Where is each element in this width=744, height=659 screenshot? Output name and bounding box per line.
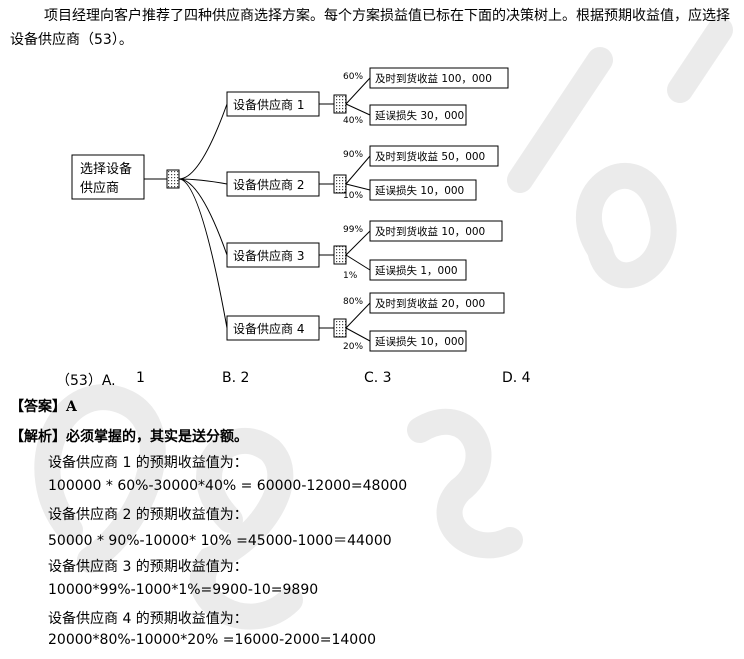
chance-node-3 (333, 245, 347, 265)
outcome-delay-box-1 (369, 104, 467, 126)
outcome-line-up-2 (345, 155, 371, 185)
root-chance-node (166, 169, 180, 189)
option-d: D. 4 (502, 370, 531, 386)
calc-line-7: 设备供应商 4 的预期收益值为： (48, 611, 248, 627)
outcome-delay-3: 延误损失 1，000 (375, 264, 458, 277)
outcome-success-box-1 (369, 67, 509, 89)
outcome-delay-2: 延误损失 10，000 (375, 184, 464, 197)
chance-node-4 (333, 318, 347, 338)
root-node-box (71, 154, 145, 200)
decision-tree: 选择设备供应商 设备供应商 1 60% 40% 及时到货收益 100，000 延误损失 3… (71, 67, 509, 352)
supplier-box-3 (226, 242, 320, 268)
root-label-line-2: 供应商 (80, 180, 119, 196)
outcome-success-4: 及时到货收益 20，000 (375, 297, 485, 310)
prob-success-3: 99% (343, 225, 363, 235)
outcome-line-up-4 (345, 302, 371, 329)
calc-line-4: 50000 * 90%-10000* 10% =45000-1000＝44000 (48, 533, 392, 549)
outcome-success-2: 及时到货收益 50，000 (375, 150, 485, 163)
calc-line-6: 10000*99%-1000*1%=9900-10=9890 (48, 582, 319, 598)
outcome-delay-4: 延误损失 10，000 (375, 335, 464, 348)
outcome-line-down-2 (345, 183, 371, 191)
answer-line: 【答案】A (10, 399, 77, 415)
supplier-box-4 (226, 315, 320, 341)
analysis-line: 【解析】必须掌握的，其实是送分额。 (10, 429, 248, 445)
question-number: （53）A. (56, 373, 116, 389)
calc-line-3: 设备供应商 2 的预期收益值为： (48, 507, 248, 523)
root-label-line-1: 选择设备 (80, 161, 132, 177)
supplier-label-2: 设备供应商 2 (233, 177, 304, 192)
outcome-delay-1: 延误损失 30，000 (375, 109, 464, 122)
outcome-line-down-3 (345, 254, 371, 271)
prob-delay-4: 20% (343, 342, 363, 352)
option-b: B. 2 (222, 370, 250, 386)
supplier-label-3: 设备供应商 3 (233, 248, 304, 263)
calc-line-5: 设备供应商 3 的预期收益值为： (48, 559, 248, 575)
branch-line-1 (178, 103, 228, 180)
outcome-success-3: 及时到货收益 10，000 (375, 225, 485, 238)
outcome-success-1: 及时到货收益 100，000 (375, 72, 492, 85)
branch-line-4 (178, 178, 228, 329)
calc-line-8: 20000*80%-10000*20% =16000-2000=14000 (48, 632, 377, 648)
option-c: C. 3 (364, 370, 392, 386)
option-a: 1 (136, 370, 145, 386)
prob-delay-3: 1% (343, 271, 358, 281)
prob-delay-2: 10% (343, 191, 363, 201)
prob-delay-1: 40% (343, 116, 363, 126)
outcome-success-box-3 (369, 220, 503, 242)
question-text: 项目经理向客户推荐了四种供应商选择方案。每个方案损益值已标在下面的决策树上。根据… (10, 8, 730, 48)
outcome-success-box-4 (369, 292, 505, 314)
chance-node-1 (333, 94, 347, 114)
supplier-label-1: 设备供应商 1 (233, 97, 304, 112)
calc-line-1: 设备供应商 1 的预期收益值为： (48, 455, 248, 471)
outcome-delay-box-4 (369, 330, 467, 352)
branch-line-3 (178, 178, 228, 256)
outcome-delay-box-2 (369, 179, 477, 201)
outcome-line-down-4 (345, 327, 371, 342)
prob-success-4: 80% (343, 297, 363, 307)
outcome-line-down-1 (345, 103, 371, 116)
supplier-box-1 (226, 91, 320, 117)
outcome-success-box-2 (369, 145, 499, 167)
outcome-line-up-1 (345, 77, 371, 105)
outcome-delay-box-3 (369, 259, 467, 281)
outcome-line-up-3 (345, 230, 371, 256)
prob-success-2: 90% (343, 150, 363, 160)
prob-success-1: 60% (343, 72, 363, 82)
supplier-label-4: 设备供应商 4 (233, 321, 304, 336)
calc-line-2: 100000 * 60%-30000*40% = 60000-12000=480… (48, 478, 408, 494)
supplier-box-2 (226, 171, 320, 197)
